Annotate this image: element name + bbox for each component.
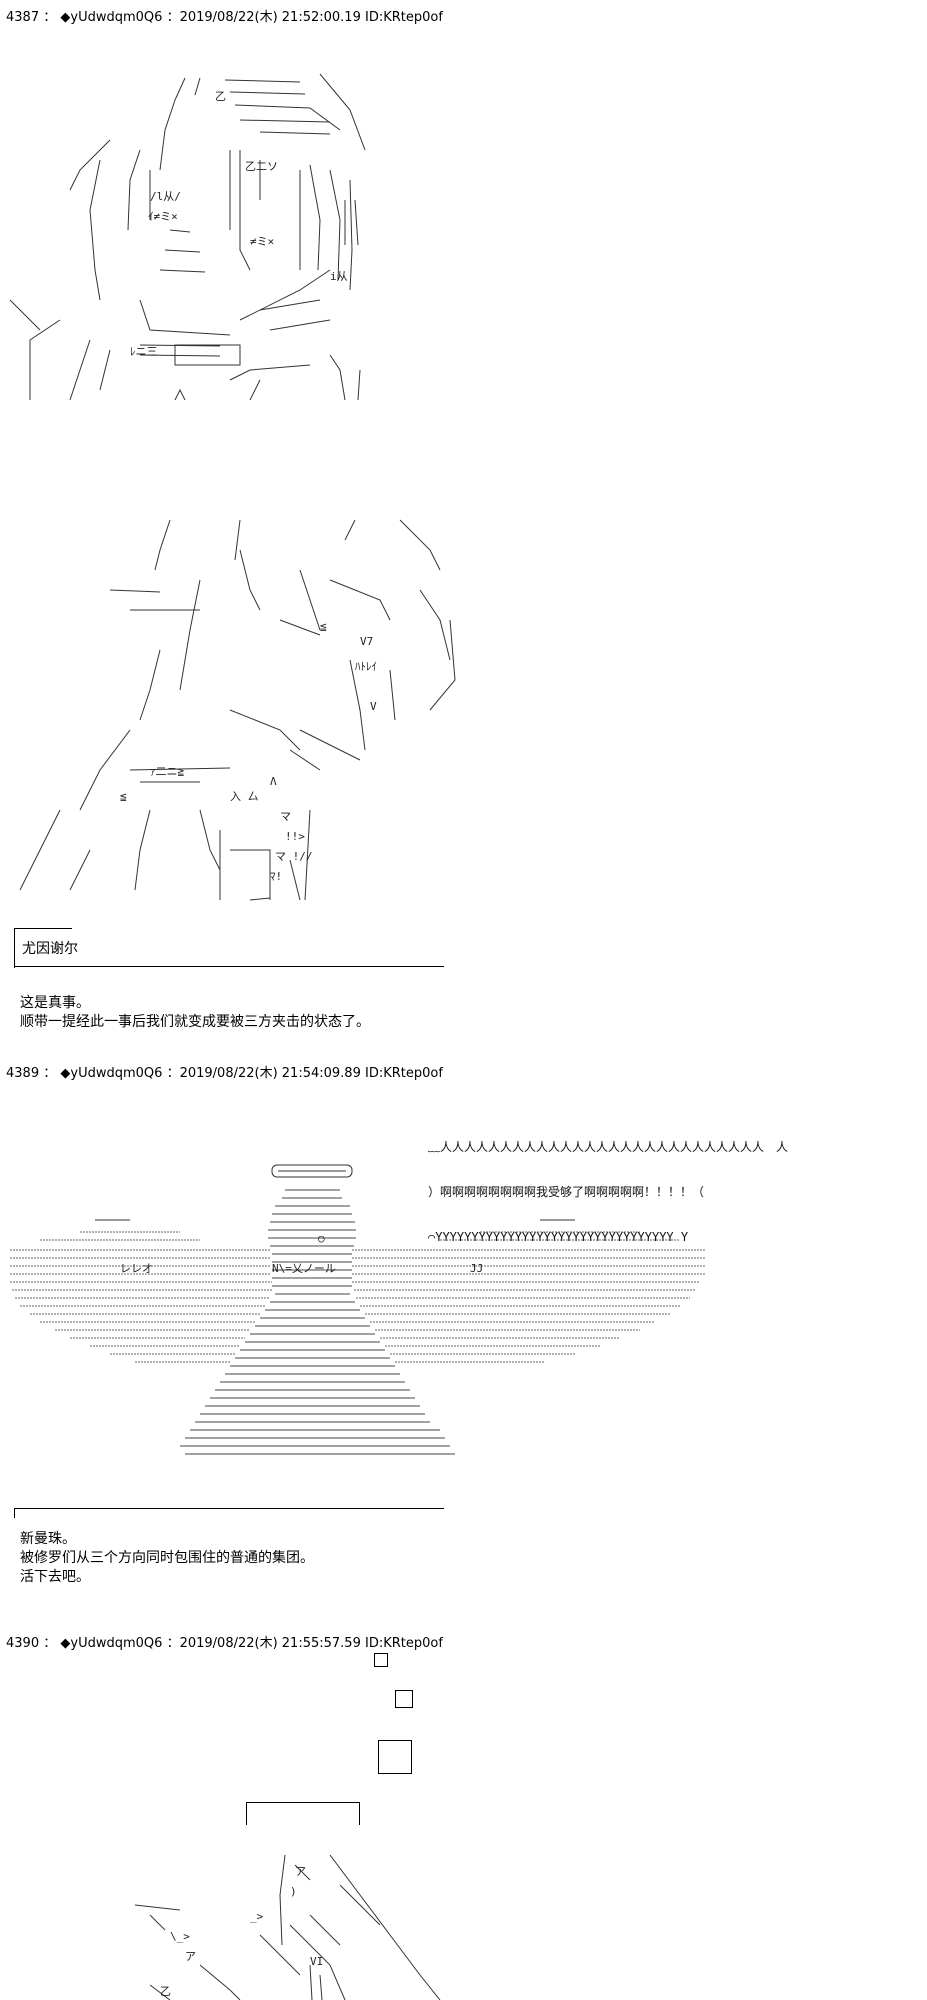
svg-text:i从: i从 xyxy=(330,270,348,283)
svg-text:○: ○ xyxy=(318,1232,325,1245)
svg-text:乙二ソ: 乙二ソ xyxy=(245,160,278,173)
svg-text:V7: V7 xyxy=(360,635,373,648)
post-separator: ： xyxy=(43,1066,57,1081)
svg-text:乙: 乙 xyxy=(215,90,226,103)
svg-text:JJ: JJ xyxy=(470,1262,483,1275)
svg-text:ア: ア xyxy=(185,1950,196,1963)
post-separator: ： xyxy=(43,1636,57,1651)
svg-text:): ) xyxy=(290,1885,297,1898)
post-body-4389: 新曼珠。 被修罗们从三个方向同时包围住的普通的集团。 活下去吧。 xyxy=(20,1530,314,1587)
svg-text:≠ミ×: ≠ミ× xyxy=(250,235,274,248)
post-body-line: 活下去吧。 xyxy=(20,1569,90,1585)
svg-text:N\=乂ノール: N\=乂ノール xyxy=(272,1262,336,1275)
post-number: 4389 xyxy=(6,1066,40,1081)
svg-text:_>: _> xyxy=(250,1910,264,1923)
panel-bracket xyxy=(246,1802,360,1825)
post-header-4389: 4389 ： ◆yUdwdqm0Q6 ：2019/08/22(木) 21:54:… xyxy=(6,1066,443,1082)
medium-square-shape xyxy=(395,1690,413,1708)
ascii-art-reaching-figure-drawing: ≦ V7 ﾊﾄﾚｲ V ｧ二ニ≧ ≦ 入 厶 Λ マ !!> マ !// ﾏ! xyxy=(19,519,456,901)
name-box-left-line xyxy=(14,928,15,968)
post-id: ID:KRtep0of xyxy=(364,1636,443,1651)
svg-text:≦: ≦ xyxy=(320,620,327,633)
shout-bubble-text: ）啊啊啊啊啊啊啊啊我受够了啊啊啊啊啊！！！！（ xyxy=(428,1185,705,1199)
post-id: ID:KRtep0of xyxy=(364,1066,443,1081)
ascii-art-girl-face-drawing: 乙 乙二ソ /l从/ ｲ≠ミ× ≠ミ× i从 ﾚニ三 xyxy=(9,73,366,401)
post-author: ◆yUdwdqm0Q6 xyxy=(60,1636,163,1651)
post-header-4387: 4387 ： ◆yUdwdqm0Q6 ：2019/08/22(木) 21:52:… xyxy=(6,10,443,26)
svg-text:マ: マ xyxy=(280,810,291,823)
post-datetime: ：2019/08/22(木) 21:55:57.59 xyxy=(166,1636,361,1651)
small-square-shape xyxy=(374,1653,388,1667)
svg-text:!!>: !!> xyxy=(285,830,305,843)
svg-text:V: V xyxy=(370,700,377,713)
post-id: ID:KRtep0of xyxy=(364,10,443,25)
divider-tick xyxy=(14,1508,15,1518)
svg-text:ア: ア xyxy=(295,1865,306,1878)
post-body-line: 新曼珠。 xyxy=(20,1531,76,1547)
post-number: 4387 xyxy=(6,10,40,25)
svg-text:乙: 乙 xyxy=(160,1985,171,1998)
post-number: 4390 xyxy=(6,1636,40,1651)
svg-text:Λ: Λ xyxy=(270,775,277,788)
svg-text:≦: ≦ xyxy=(120,790,127,803)
post-body-line: 被修罗们从三个方向同时包围住的普通的集团。 xyxy=(20,1550,314,1566)
svg-text:VI: VI xyxy=(310,1955,323,1968)
svg-text:マ !//: マ !// xyxy=(275,850,313,863)
large-square-shape xyxy=(378,1740,412,1774)
name-box-top-line xyxy=(14,928,72,929)
ascii-art-winged-figure-drawing: ○ レレオ N\=乂ノール JJ xyxy=(10,1164,705,1455)
post-header-4390: 4390 ： ◆yUdwdqm0Q6 ：2019/08/22(木) 21:55:… xyxy=(6,1636,443,1652)
svg-text:ﾊﾄﾚｲ: ﾊﾄﾚｲ xyxy=(355,660,377,673)
shout-bubble-top: ﹏人人人人人人人人人人人人人人人人人人人人人人人人人人人 人 xyxy=(428,1140,789,1154)
ascii-art-reaching-figure: ≦ V7 ﾊﾄﾚｲ V ｧ二ニ≧ ≦ 入 厶 Λ マ !!> マ !// ﾏ! xyxy=(0,510,470,910)
ascii-art-winged-figure: ○ レレオ N\=乂ノール JJ xyxy=(0,1160,720,1500)
post-body-line: 顺带一提经此一事后我们就变成要被三方夹击的状态了。 xyxy=(20,1014,370,1030)
ascii-art-girl-face: 乙 乙二ソ /l从/ ｲ≠ミ× ≠ミ× i从 ﾚニ三 xyxy=(0,70,400,420)
svg-text:ｲ≠ミ×: ｲ≠ミ× xyxy=(148,210,178,223)
post-author: ◆yUdwdqm0Q6 xyxy=(60,10,163,25)
svg-text:レレオ: レレオ xyxy=(120,1262,153,1275)
svg-text:入 厶: 入 厶 xyxy=(230,790,259,803)
post-datetime: ：2019/08/22(木) 21:54:09.89 xyxy=(166,1066,361,1081)
ascii-art-bottom-figure: ア ) \_> ア _> VI 乙 xyxy=(0,1855,480,2000)
name-box-bottom-line xyxy=(14,966,444,967)
svg-text:/l从/: /l从/ xyxy=(150,190,181,203)
post-author: ◆yUdwdqm0Q6 xyxy=(60,1066,163,1081)
ascii-art-bottom-figure-drawing: ア ) \_> ア _> VI 乙 xyxy=(134,1855,441,2000)
post-body-line: 这是真事。 xyxy=(20,995,90,1011)
speaker-name: 尤因谢尔 xyxy=(22,941,78,957)
post-datetime: ：2019/08/22(木) 21:52:00.19 xyxy=(166,10,361,25)
speaker-name-box: 尤因谢尔 xyxy=(14,928,444,968)
svg-text:ﾚニ三: ﾚニ三 xyxy=(130,345,158,358)
svg-text:ｧ二ニ≧: ｧ二ニ≧ xyxy=(150,765,184,778)
post-body-4387: 这是真事。 顺带一提经此一事后我们就变成要被三方夹击的状态了。 xyxy=(20,994,370,1032)
svg-text:ﾏ!: ﾏ! xyxy=(270,870,282,883)
post-separator: ： xyxy=(43,10,57,25)
section-divider xyxy=(14,1508,444,1509)
svg-text:\_>: \_> xyxy=(170,1930,190,1943)
